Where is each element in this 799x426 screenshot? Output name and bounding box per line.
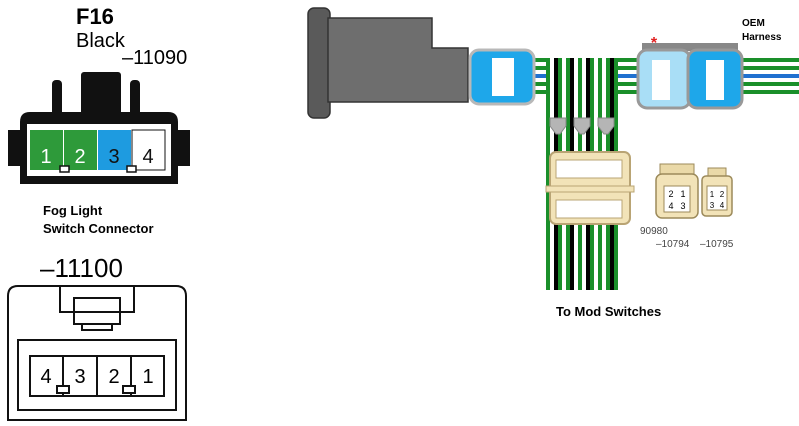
- f16-connector-drawing: 1 2 3 4: [8, 72, 190, 184]
- splice-boot: [597, 117, 615, 135]
- inline-connector: [468, 48, 536, 106]
- mating-key: [56, 385, 70, 394]
- f16-pin-number: 1: [40, 146, 51, 168]
- oem-label-line1: OEM: [742, 18, 765, 29]
- f16-pin-cell: [131, 129, 166, 171]
- harness-wire: [466, 86, 799, 90]
- f16-pin-number: 4: [142, 146, 153, 168]
- small-pin: 4: [668, 201, 673, 211]
- harness-wire: [466, 90, 799, 94]
- harness-wire: [466, 70, 799, 74]
- mod-connector-slot: [555, 199, 623, 219]
- caption-line-1: Fog Light: [43, 203, 103, 218]
- mating-outer: [7, 285, 187, 421]
- harness-wire: [466, 82, 799, 86]
- oem-marker: *: [651, 35, 658, 52]
- harness-wire: [466, 58, 799, 62]
- switch-body: [307, 7, 469, 119]
- harness-wire: [466, 62, 799, 66]
- f16-pin-cell: [30, 130, 63, 170]
- part-left-suffix: –10794: [656, 239, 690, 250]
- small-pin: 4: [720, 201, 725, 210]
- small-pin: 1: [680, 189, 685, 199]
- connector-part-number: –11090: [122, 47, 187, 69]
- f16-right-ear: [178, 130, 190, 166]
- f16-key: [126, 165, 137, 173]
- mating-part-number: –11100: [40, 253, 123, 283]
- harness-wire: [546, 58, 550, 290]
- small-pin: 1: [710, 190, 715, 199]
- f16-key: [59, 165, 70, 173]
- harness-wire: [466, 74, 799, 78]
- small-connector-right: [701, 167, 733, 217]
- caption-line-2: Switch Connector: [43, 221, 154, 236]
- f16-pin-cell: [64, 130, 97, 170]
- mating-pin-number: 2: [108, 366, 119, 388]
- harness-wire: [466, 66, 799, 70]
- mod-switches-label: To Mod Switches: [556, 304, 661, 319]
- mating-latch-tab: [81, 324, 113, 331]
- splice-boots: [549, 117, 615, 135]
- f16-pin-number: 2: [74, 146, 85, 168]
- mating-latch-frame: [59, 286, 135, 313]
- connector-code: F16: [76, 4, 114, 29]
- mating-key: [122, 385, 136, 394]
- small-pin: 2: [720, 190, 725, 199]
- f16-left-ear: [8, 130, 20, 166]
- small-pin: 3: [680, 201, 685, 211]
- switch-bezel: [307, 7, 331, 119]
- mating-connector-drawing: [7, 285, 187, 421]
- mating-inner: [17, 339, 177, 411]
- small-connector-face: [663, 185, 691, 213]
- splice-boot: [573, 117, 591, 135]
- small-connector-face: [706, 185, 728, 211]
- part-prefix: 90980: [640, 226, 668, 237]
- f16-latch: [81, 72, 121, 124]
- mating-latch: [73, 297, 121, 325]
- f16-pin-cell: [98, 130, 131, 170]
- harness-wire: [466, 78, 799, 82]
- oem-connector-window: [706, 60, 724, 100]
- mating-pin-number: 4: [40, 366, 51, 388]
- connector-color: Black: [76, 30, 126, 52]
- oem-connector-window: [652, 60, 670, 100]
- oem-label-line2: Harness: [742, 32, 782, 43]
- mating-pin-number: 1: [142, 366, 153, 388]
- inline-connector-window: [492, 58, 514, 96]
- oem-connector-lock: [642, 43, 738, 51]
- small-pin: 2: [668, 189, 673, 199]
- mod-connector-slot: [555, 159, 623, 179]
- mating-pin-number: 3: [74, 366, 85, 388]
- mod-connector-rib: [545, 185, 635, 193]
- mod-connector: [545, 151, 635, 225]
- oem-connector: [636, 43, 744, 110]
- switch-housing: [327, 17, 469, 103]
- small-pin: 3: [710, 201, 715, 210]
- splice-boot: [549, 117, 567, 135]
- part-right-suffix: –10795: [700, 239, 734, 250]
- small-connector-left: [655, 163, 699, 219]
- f16-pin-number: 3: [108, 146, 119, 168]
